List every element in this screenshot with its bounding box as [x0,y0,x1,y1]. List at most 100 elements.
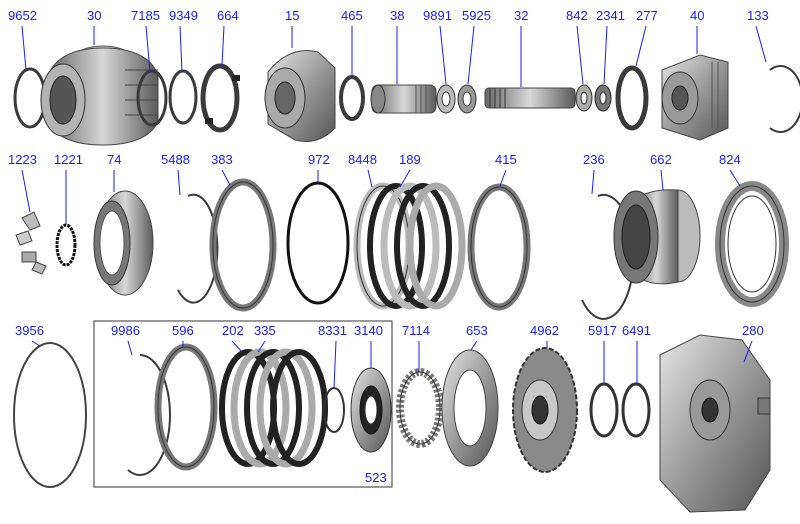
part-4962[interactable] [512,347,578,473]
part-label-415[interactable]: 415 [495,152,517,167]
part-label-30[interactable]: 30 [87,8,101,23]
part-label-280[interactable]: 280 [742,323,764,338]
part-653[interactable] [441,349,499,467]
part-label-8331[interactable]: 8331 [318,323,347,338]
group-523-box [93,320,393,488]
part-824[interactable] [715,181,789,307]
part-40[interactable] [661,54,729,141]
leader-line-7185 [145,25,151,73]
part-3140[interactable] [350,367,392,453]
leader-line-824 [729,169,741,187]
part-label-596[interactable]: 596 [172,323,194,338]
part-label-1221[interactable]: 1221 [54,152,83,167]
part-label-9349[interactable]: 9349 [169,8,198,23]
part-label-664[interactable]: 664 [217,8,239,23]
leader-line-664 [221,25,225,66]
part-9986[interactable] [127,354,171,476]
leader-line-3956 [31,340,41,347]
part-38[interactable] [370,84,437,114]
part-30[interactable] [40,45,159,146]
part-label-1223[interactable]: 1223 [8,152,37,167]
part-7114[interactable] [396,368,444,448]
part-label-9986[interactable]: 9986 [111,323,140,338]
part-label-824[interactable]: 824 [719,152,741,167]
part-label-3956[interactable]: 3956 [15,323,44,338]
part-label-7185[interactable]: 7185 [131,8,160,23]
part-label-5917[interactable]: 5917 [588,323,617,338]
leader-line-662 [660,169,664,191]
part-label-335[interactable]: 335 [254,323,276,338]
part-label-236[interactable]: 236 [583,152,605,167]
part-label-277[interactable]: 277 [636,8,658,23]
part-label-7114[interactable]: 7114 [402,323,430,338]
part-label-74[interactable]: 74 [107,152,121,167]
part-label-6491[interactable]: 6491 [622,323,651,338]
part-2341[interactable] [594,84,612,112]
part-842[interactable] [575,84,593,112]
leader-line-236 [591,169,595,195]
part-label-3140[interactable]: 3140 [354,323,383,338]
part-74[interactable] [93,190,154,296]
part-label-842[interactable]: 842 [566,8,588,23]
part-label-2341[interactable]: 2341 [596,8,625,23]
part-label-5488[interactable]: 5488 [161,152,190,167]
part-133[interactable] [769,65,800,133]
part-465[interactable] [339,75,365,121]
leader-line-9652 [21,25,27,71]
part-label-653[interactable]: 653 [466,323,488,338]
leader-line-335 [257,340,266,353]
part-596[interactable] [154,343,218,471]
leader-line-8331 [333,340,337,389]
part-label-8448[interactable]: 8448 [348,152,377,167]
part-32[interactable] [484,87,576,109]
leader-line-5488 [177,169,181,196]
leader-line-653 [470,340,478,351]
part-1221[interactable] [55,223,77,267]
part-label-9891[interactable]: 9891 [423,8,452,23]
part-415[interactable] [467,183,531,311]
part-662[interactable] [613,189,701,285]
part-label-465[interactable]: 465 [341,8,363,23]
part-9652[interactable] [13,67,47,129]
part-label-4962[interactable]: 4962 [530,323,559,338]
leader-line-189 [399,169,411,188]
leader-line-383 [221,169,231,186]
part-label-40[interactable]: 40 [690,8,704,23]
leader-line-9349 [179,25,183,73]
leader-line-133 [755,25,767,63]
leader-line-842 [576,25,584,85]
part-6491[interactable] [621,382,651,438]
part-label-189[interactable]: 189 [399,152,421,167]
part-3956[interactable] [13,342,87,488]
part-label-15[interactable]: 15 [285,8,299,23]
part-label-383[interactable]: 383 [211,152,233,167]
part-664[interactable] [200,63,240,133]
part-7185[interactable] [136,69,168,127]
part-15[interactable] [264,50,336,142]
part-label-133[interactable]: 133 [747,8,769,23]
leader-line-5925 [467,25,475,85]
part-label-32[interactable]: 32 [514,8,528,23]
part-label-9652[interactable]: 9652 [8,8,37,23]
part-9891[interactable] [436,84,456,114]
group-523-label[interactable]: 523 [365,470,387,485]
part-383[interactable] [209,178,277,312]
part-label-972[interactable]: 972 [308,152,330,167]
part-label-662[interactable]: 662 [650,152,672,167]
part-label-38[interactable]: 38 [390,8,404,23]
leader-line-1223 [21,169,31,213]
part-9349[interactable] [168,69,198,125]
part-972[interactable] [286,181,350,305]
part-label-5925[interactable]: 5925 [462,8,491,23]
part-5925[interactable] [457,84,477,114]
part-280[interactable] [659,334,771,513]
leader-line-8448 [367,169,373,188]
part-label-202[interactable]: 202 [222,323,244,338]
part-5917[interactable] [589,382,619,438]
part-189[interactable] [380,182,466,310]
part-1223[interactable] [15,211,47,275]
leader-line-202 [231,340,243,353]
leader-line-277 [635,25,647,67]
part-277[interactable] [615,65,649,131]
